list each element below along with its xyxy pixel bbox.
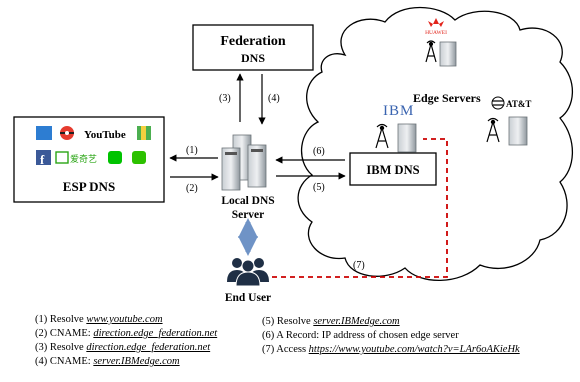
arrow-4-label: (4)	[268, 93, 280, 104]
esp-dns-label: ESP DNS	[63, 179, 115, 194]
ibmedge-link[interactable]: server.IBMedge.com	[93, 356, 180, 367]
huawei-logo: HUAWEI	[425, 30, 447, 36]
antenna-icon	[425, 40, 437, 63]
legend-step-1: (1) Resolve www.youtube.com	[35, 314, 163, 325]
legend-step-2: (2) CNAME: direction.edge_federation.net	[35, 328, 218, 339]
ibm-edge-server: IBM	[375, 103, 417, 153]
arrow-5-label: (5)	[313, 182, 325, 193]
direction-link[interactable]: direction.edge_federation.net	[86, 342, 211, 353]
end-user-label: End User	[225, 292, 271, 304]
app-icons: YouTube f 爱奇艺	[36, 126, 151, 167]
legend-step-7: (7) Access https://www.youtube.com/watch…	[262, 344, 520, 355]
local-dns-server-icon	[221, 134, 267, 191]
ibm-logo: IBM	[383, 103, 414, 119]
youtube-link[interactable]: www.youtube.com	[86, 314, 163, 325]
legend-step-6: (6) A Record: IP address of chosen edge …	[262, 330, 459, 341]
federation-label: Federation	[220, 34, 286, 49]
wechat-icon	[132, 151, 146, 164]
arrow-3-label: (3)	[219, 93, 231, 104]
ibm-dns-box	[349, 152, 437, 186]
arrow-1-label: (1)	[186, 145, 198, 156]
server-box-icon	[397, 123, 417, 153]
server-box-icon	[508, 116, 528, 146]
arrow-6-label: (6)	[313, 146, 325, 157]
federation-dns-label: DNS	[241, 51, 265, 65]
app-icon-blue	[36, 126, 52, 140]
arrow-7-label: (7)	[353, 260, 365, 271]
line-icon	[108, 151, 122, 164]
youtube-logo: YouTube	[84, 129, 126, 141]
legend-step-3: (3) Resolve direction.edge_federation.ne…	[35, 342, 211, 353]
ibmedge-link[interactable]: server.IBMedge.com	[313, 316, 400, 327]
server-box-icon	[439, 41, 457, 67]
direction-link[interactable]: direction.edge_federation.net	[93, 328, 218, 339]
antenna-icon	[375, 123, 389, 149]
att-globe-icon	[491, 96, 505, 110]
local-dns-label: Local DNS	[221, 195, 274, 207]
youtube-video-link[interactable]: https://www.youtube.com/watch?v=LAr6oAKi…	[308, 344, 520, 355]
svg-text:f: f	[40, 152, 45, 167]
att-logo: AT&T	[506, 99, 531, 109]
local-dns-server-label: Server	[232, 209, 265, 221]
ibm-dns-label: IBM DNS	[366, 163, 419, 177]
facebook-icon	[36, 150, 51, 165]
cloud-shape	[297, 6, 573, 282]
legend-step-5: (5) Resolve server.IBMedge.com	[262, 316, 400, 327]
iqiyi-icon	[55, 151, 69, 164]
iqiyi-logo: 爱奇艺	[70, 153, 97, 164]
huawei-edge-server: HUAWEI	[425, 18, 457, 67]
legend-step-4: (4) CNAME: server.IBMedge.com	[35, 356, 180, 367]
edge-servers-label: Edge Servers	[413, 91, 481, 105]
federation-dns-box	[192, 24, 314, 71]
end-user-icon	[227, 258, 269, 287]
antenna-icon	[486, 117, 500, 143]
arrow-7-dashed	[272, 138, 448, 278]
arrow-2-label: (2)	[186, 183, 198, 194]
att-edge-server: AT&T	[486, 96, 531, 146]
